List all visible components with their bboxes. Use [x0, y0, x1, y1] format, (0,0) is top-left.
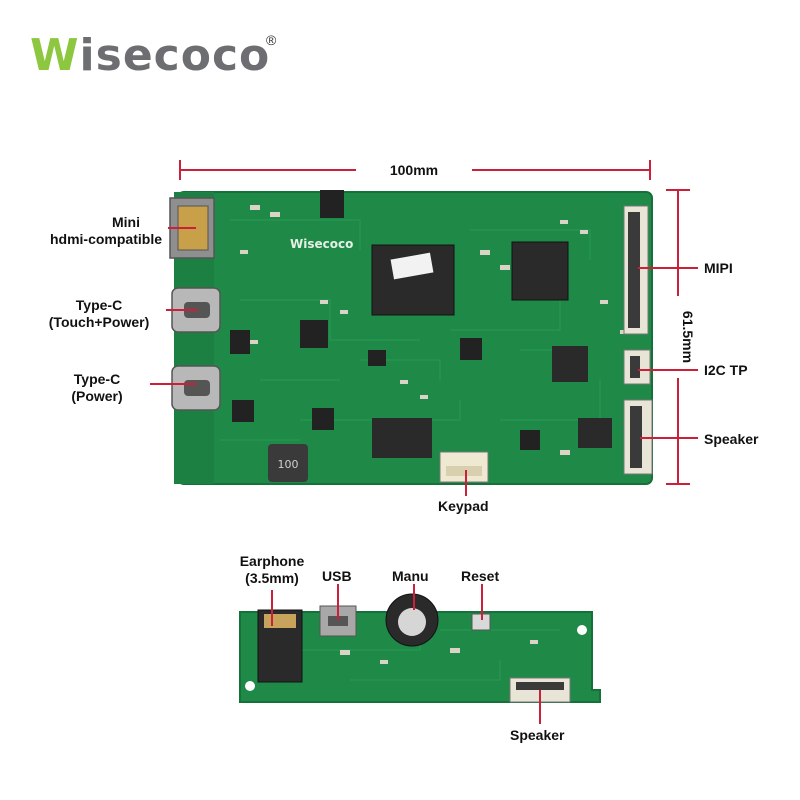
- label-speaker: Speaker: [704, 431, 759, 447]
- label-reset: Reset: [461, 568, 500, 584]
- label-keypad: Keypad: [438, 498, 489, 514]
- label-usb: USB: [322, 568, 352, 584]
- main-board: 100 Wisecoco: [169, 190, 653, 485]
- inductor: [268, 444, 308, 482]
- label-typec-power: Type-C (Power): [71, 371, 123, 404]
- width-label: 100mm: [390, 162, 438, 178]
- logo-letter-w: W: [30, 30, 80, 81]
- label-mini-hdmi: Mini: [112, 214, 140, 230]
- height-label: 61.5mm: [680, 311, 696, 363]
- inductor-marking: 100: [278, 458, 299, 471]
- label-typec-touch: Type-C (Touch+Power): [48, 297, 150, 330]
- label-earphone: Earphone (3.5mm): [239, 553, 305, 586]
- label-menu: Manu: [392, 568, 429, 584]
- width-dimension: [179, 160, 651, 180]
- label-i2c-tp: I2C TP: [704, 362, 748, 378]
- main-board-leaders: [150, 227, 698, 496]
- logo-letters-rest: isecoco: [79, 30, 271, 81]
- label-keypad-speaker: Speaker: [510, 727, 565, 743]
- label-mini-hdmi-line2: hdmi-compatible: [49, 231, 162, 247]
- height-dimension: [666, 189, 690, 485]
- keypad-board-leaders: [271, 584, 541, 724]
- main-processor-chip: [371, 244, 455, 316]
- registered-mark: ®: [266, 32, 277, 48]
- brand-logo: Wisecoco ®: [30, 26, 276, 86]
- board-silk-brand: Wisecoco: [290, 237, 353, 251]
- label-mipi: MIPI: [704, 260, 733, 276]
- keypad-board: [239, 593, 601, 703]
